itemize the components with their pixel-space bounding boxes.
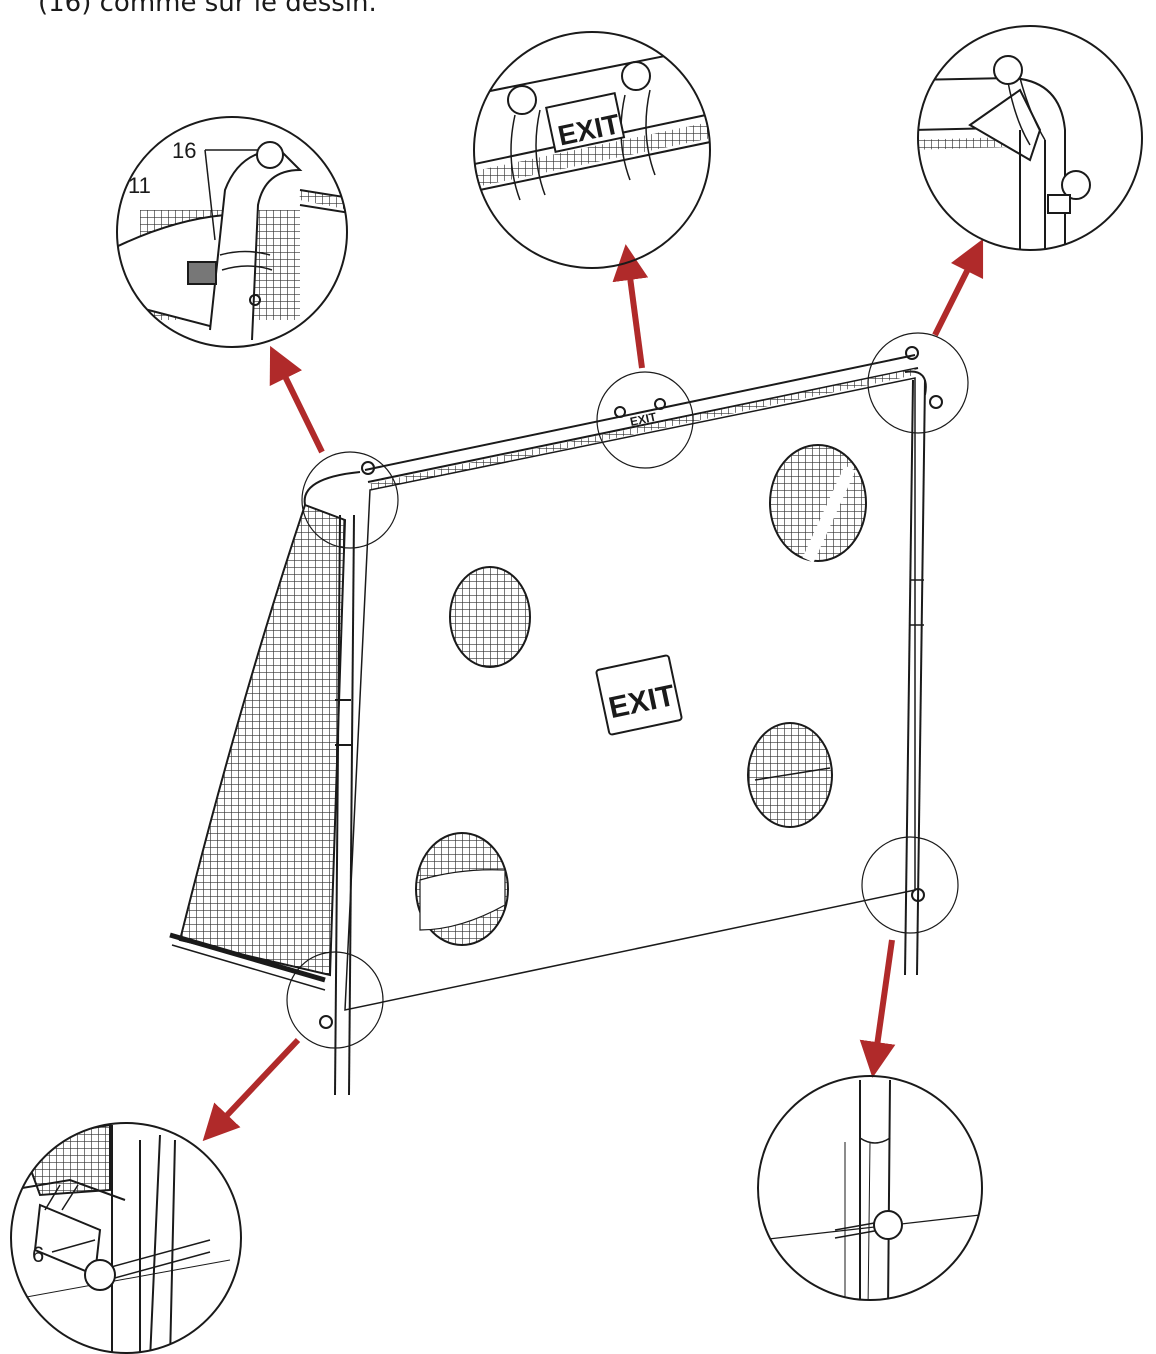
right-post xyxy=(904,379,914,976)
hole-mid-left xyxy=(449,566,531,668)
instruction-caption: (16) comme sur le dessin. xyxy=(38,0,377,18)
label-part-11: 11 xyxy=(128,173,151,198)
arrow-bottom-left xyxy=(202,1037,301,1142)
logo-plate xyxy=(595,654,683,736)
arrow-bottom-right xyxy=(859,939,896,1078)
arrow-top-left xyxy=(269,345,325,454)
label-part-6: 6 xyxy=(32,1242,44,1267)
detail-top-middle xyxy=(473,31,711,269)
arrow-top-middle xyxy=(612,244,649,369)
detail-bottom-right xyxy=(757,1075,983,1301)
crossbar-logo: EXIT xyxy=(629,410,659,429)
label-part-16: 16 xyxy=(172,138,196,163)
detail-top-right xyxy=(917,25,1143,251)
main-goal xyxy=(169,332,969,1096)
left-post xyxy=(334,514,341,1096)
crossbar xyxy=(364,354,916,471)
arrow-top-right xyxy=(932,238,984,337)
detail-bottom-left xyxy=(10,1122,242,1354)
detail-arrows xyxy=(202,238,984,1142)
side-net xyxy=(178,503,347,977)
detail-top-left xyxy=(116,116,348,348)
